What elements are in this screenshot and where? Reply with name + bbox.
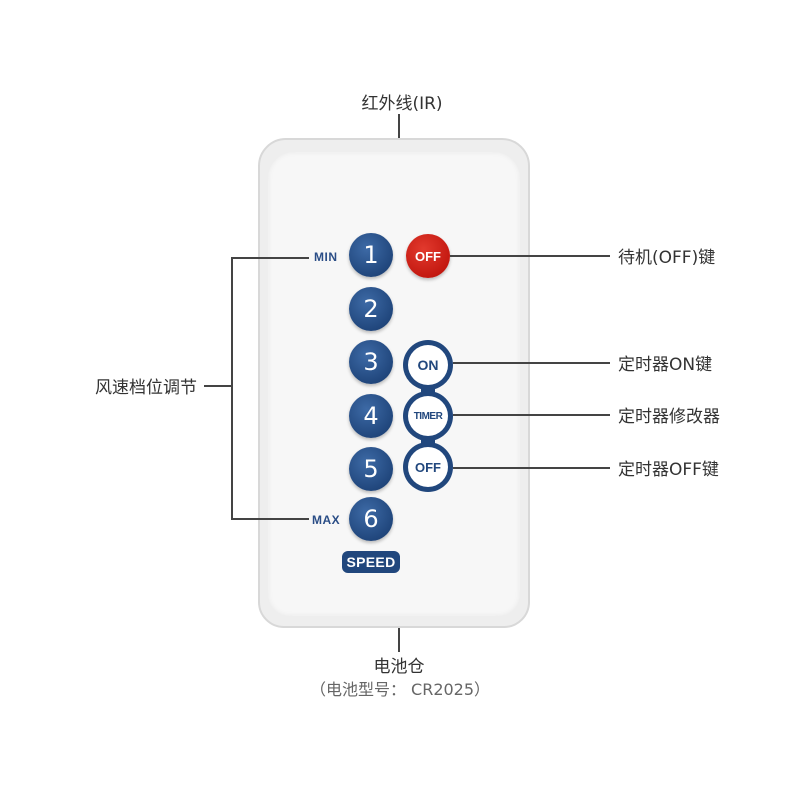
- timer-on-label: ON: [408, 345, 448, 385]
- battery-leader-line: [398, 628, 400, 652]
- timer-modifier-label: TIMER: [408, 396, 448, 436]
- off-key-label: 待机(OFF)键: [618, 248, 716, 268]
- speed-bracket-vertical: [231, 257, 233, 520]
- min-label: MIN: [314, 250, 338, 264]
- ir-label: 红外线(IR): [361, 94, 443, 114]
- timer-on-leader-line: [453, 362, 610, 364]
- speed-bracket-top: [231, 257, 309, 259]
- speed-button-1[interactable]: 1: [349, 233, 393, 277]
- battery-label: 电池仓: [373, 657, 425, 677]
- speed-button-6[interactable]: 6: [349, 497, 393, 541]
- speed-bracket-bottom: [231, 518, 309, 520]
- speed-button-4[interactable]: 4: [349, 394, 393, 438]
- remote-control-face: [268, 152, 520, 616]
- speed-button-3[interactable]: 3: [349, 340, 393, 384]
- speed-bracket-stub: [204, 385, 232, 387]
- timer-button-group: ON TIMER OFF: [403, 340, 453, 492]
- speed-adjust-label: 风速档位调节: [95, 378, 197, 398]
- off-key-leader-line: [450, 255, 610, 257]
- ir-leader-line: [398, 114, 400, 140]
- timer-off-label: OFF: [408, 447, 448, 487]
- timer-modifier-callout: 定时器修改器: [618, 407, 720, 427]
- timer-off-callout: 定时器OFF键: [618, 460, 719, 480]
- timer-modifier-button[interactable]: TIMER: [403, 391, 453, 441]
- timer-on-callout: 定时器ON键: [618, 355, 713, 375]
- standby-off-button[interactable]: OFF: [406, 234, 450, 278]
- timer-on-button[interactable]: ON: [403, 340, 453, 390]
- speed-button-2[interactable]: 2: [349, 287, 393, 331]
- max-label: MAX: [312, 513, 341, 527]
- timer-off-button[interactable]: OFF: [403, 442, 453, 492]
- speed-badge: SPEED: [342, 551, 400, 573]
- timer-modifier-leader-line: [453, 414, 610, 416]
- battery-model-label: （电池型号： CR2025）: [309, 680, 491, 699]
- timer-off-leader-line: [453, 467, 610, 469]
- speed-button-5[interactable]: 5: [349, 447, 393, 491]
